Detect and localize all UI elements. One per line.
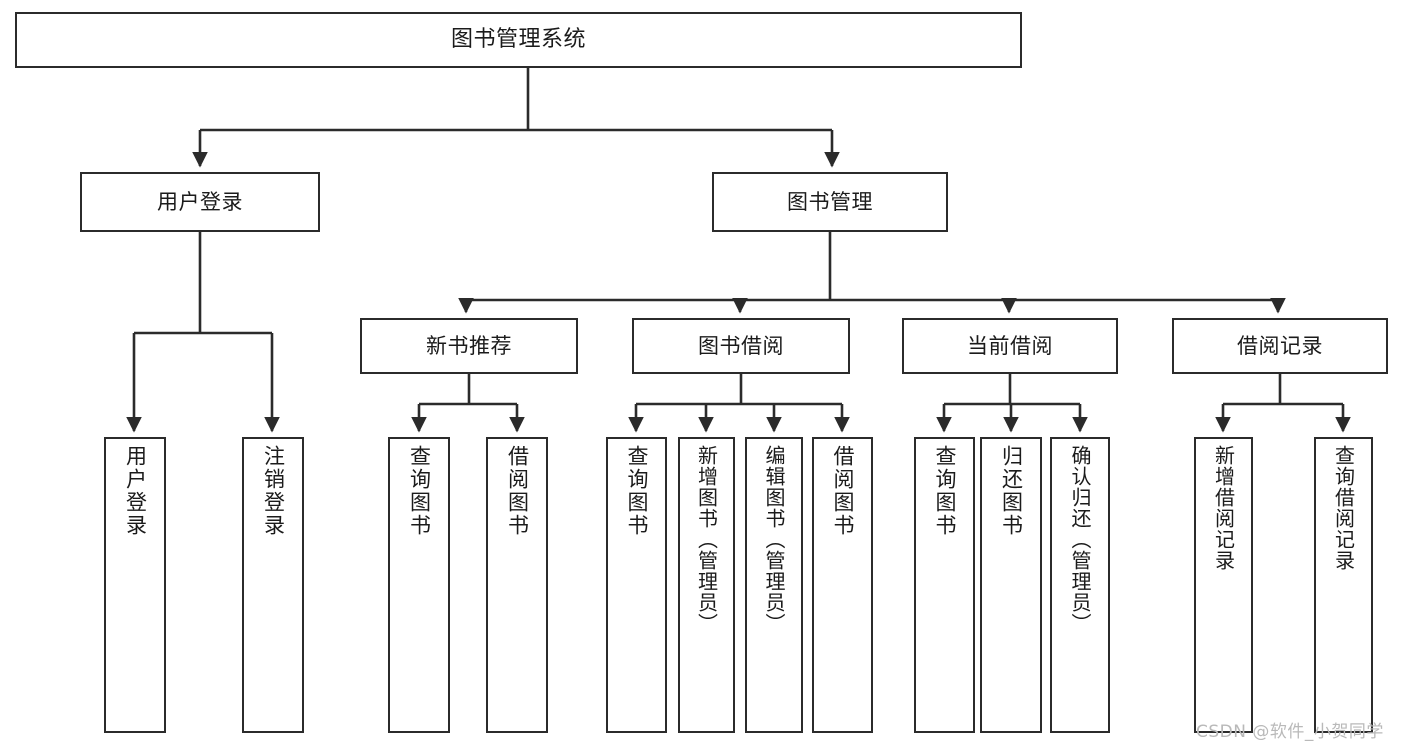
node-label: 图书借阅 <box>698 333 784 358</box>
leaf-add-book-admin[interactable]: 新增图书（管理员） <box>678 437 735 733</box>
leaf-logout-login[interactable]: 注销登录 <box>242 437 304 733</box>
leaf-borrow-book[interactable]: 借阅图书 <box>812 437 873 733</box>
node-label: 查询借阅记录 <box>1331 445 1356 571</box>
leaf-query-book-current[interactable]: 查询图书 <box>914 437 975 733</box>
node-label: 查询图书 <box>625 445 649 537</box>
node-label: 用户登录 <box>157 189 243 214</box>
node-label: 借阅记录 <box>1237 333 1323 358</box>
node-book-management[interactable]: 图书管理 <box>712 172 948 232</box>
node-label: 借阅图书 <box>831 445 855 537</box>
node-label: 编辑图书（管理员） <box>762 445 786 634</box>
node-current-borrow[interactable]: 当前借阅 <box>902 318 1118 374</box>
leaf-return-book[interactable]: 归还图书 <box>980 437 1042 733</box>
node-user-login[interactable]: 用户登录 <box>80 172 320 232</box>
node-borrow-record[interactable]: 借阅记录 <box>1172 318 1388 374</box>
watermark-text: CSDN @软件_小贺同学 <box>1196 722 1384 742</box>
node-label: 图书管理系统 <box>450 27 586 53</box>
node-root-system[interactable]: 图书管理系统 <box>15 12 1022 68</box>
node-label: 归还图书 <box>999 445 1024 537</box>
leaf-query-book-recommend[interactable]: 查询图书 <box>388 437 450 733</box>
node-label: 查询图书 <box>407 445 432 537</box>
leaf-user-login[interactable]: 用户登录 <box>104 437 166 733</box>
leaf-borrow-book-recommend[interactable]: 借阅图书 <box>486 437 548 733</box>
leaf-edit-book-admin[interactable]: 编辑图书（管理员） <box>745 437 803 733</box>
leaf-confirm-return-admin[interactable]: 确认归还（管理员） <box>1050 437 1110 733</box>
leaf-query-borrow-record[interactable]: 查询借阅记录 <box>1314 437 1373 733</box>
node-label: 注销登录 <box>261 445 286 537</box>
leaf-add-borrow-record[interactable]: 新增借阅记录 <box>1194 437 1253 733</box>
node-label: 新增图书（管理员） <box>694 445 719 634</box>
node-label: 新增借阅记录 <box>1211 445 1236 571</box>
node-label: 用户登录 <box>123 445 148 537</box>
node-label: 图书管理 <box>787 189 873 214</box>
node-label: 新书推荐 <box>426 333 512 358</box>
node-new-book-recommend[interactable]: 新书推荐 <box>360 318 578 374</box>
node-label: 确认归还（管理员） <box>1068 445 1092 634</box>
node-label: 借阅图书 <box>505 445 530 537</box>
node-book-borrow[interactable]: 图书借阅 <box>632 318 850 374</box>
node-label: 当前借阅 <box>967 333 1053 358</box>
node-label: 查询图书 <box>933 445 957 537</box>
leaf-query-book-borrow[interactable]: 查询图书 <box>606 437 667 733</box>
